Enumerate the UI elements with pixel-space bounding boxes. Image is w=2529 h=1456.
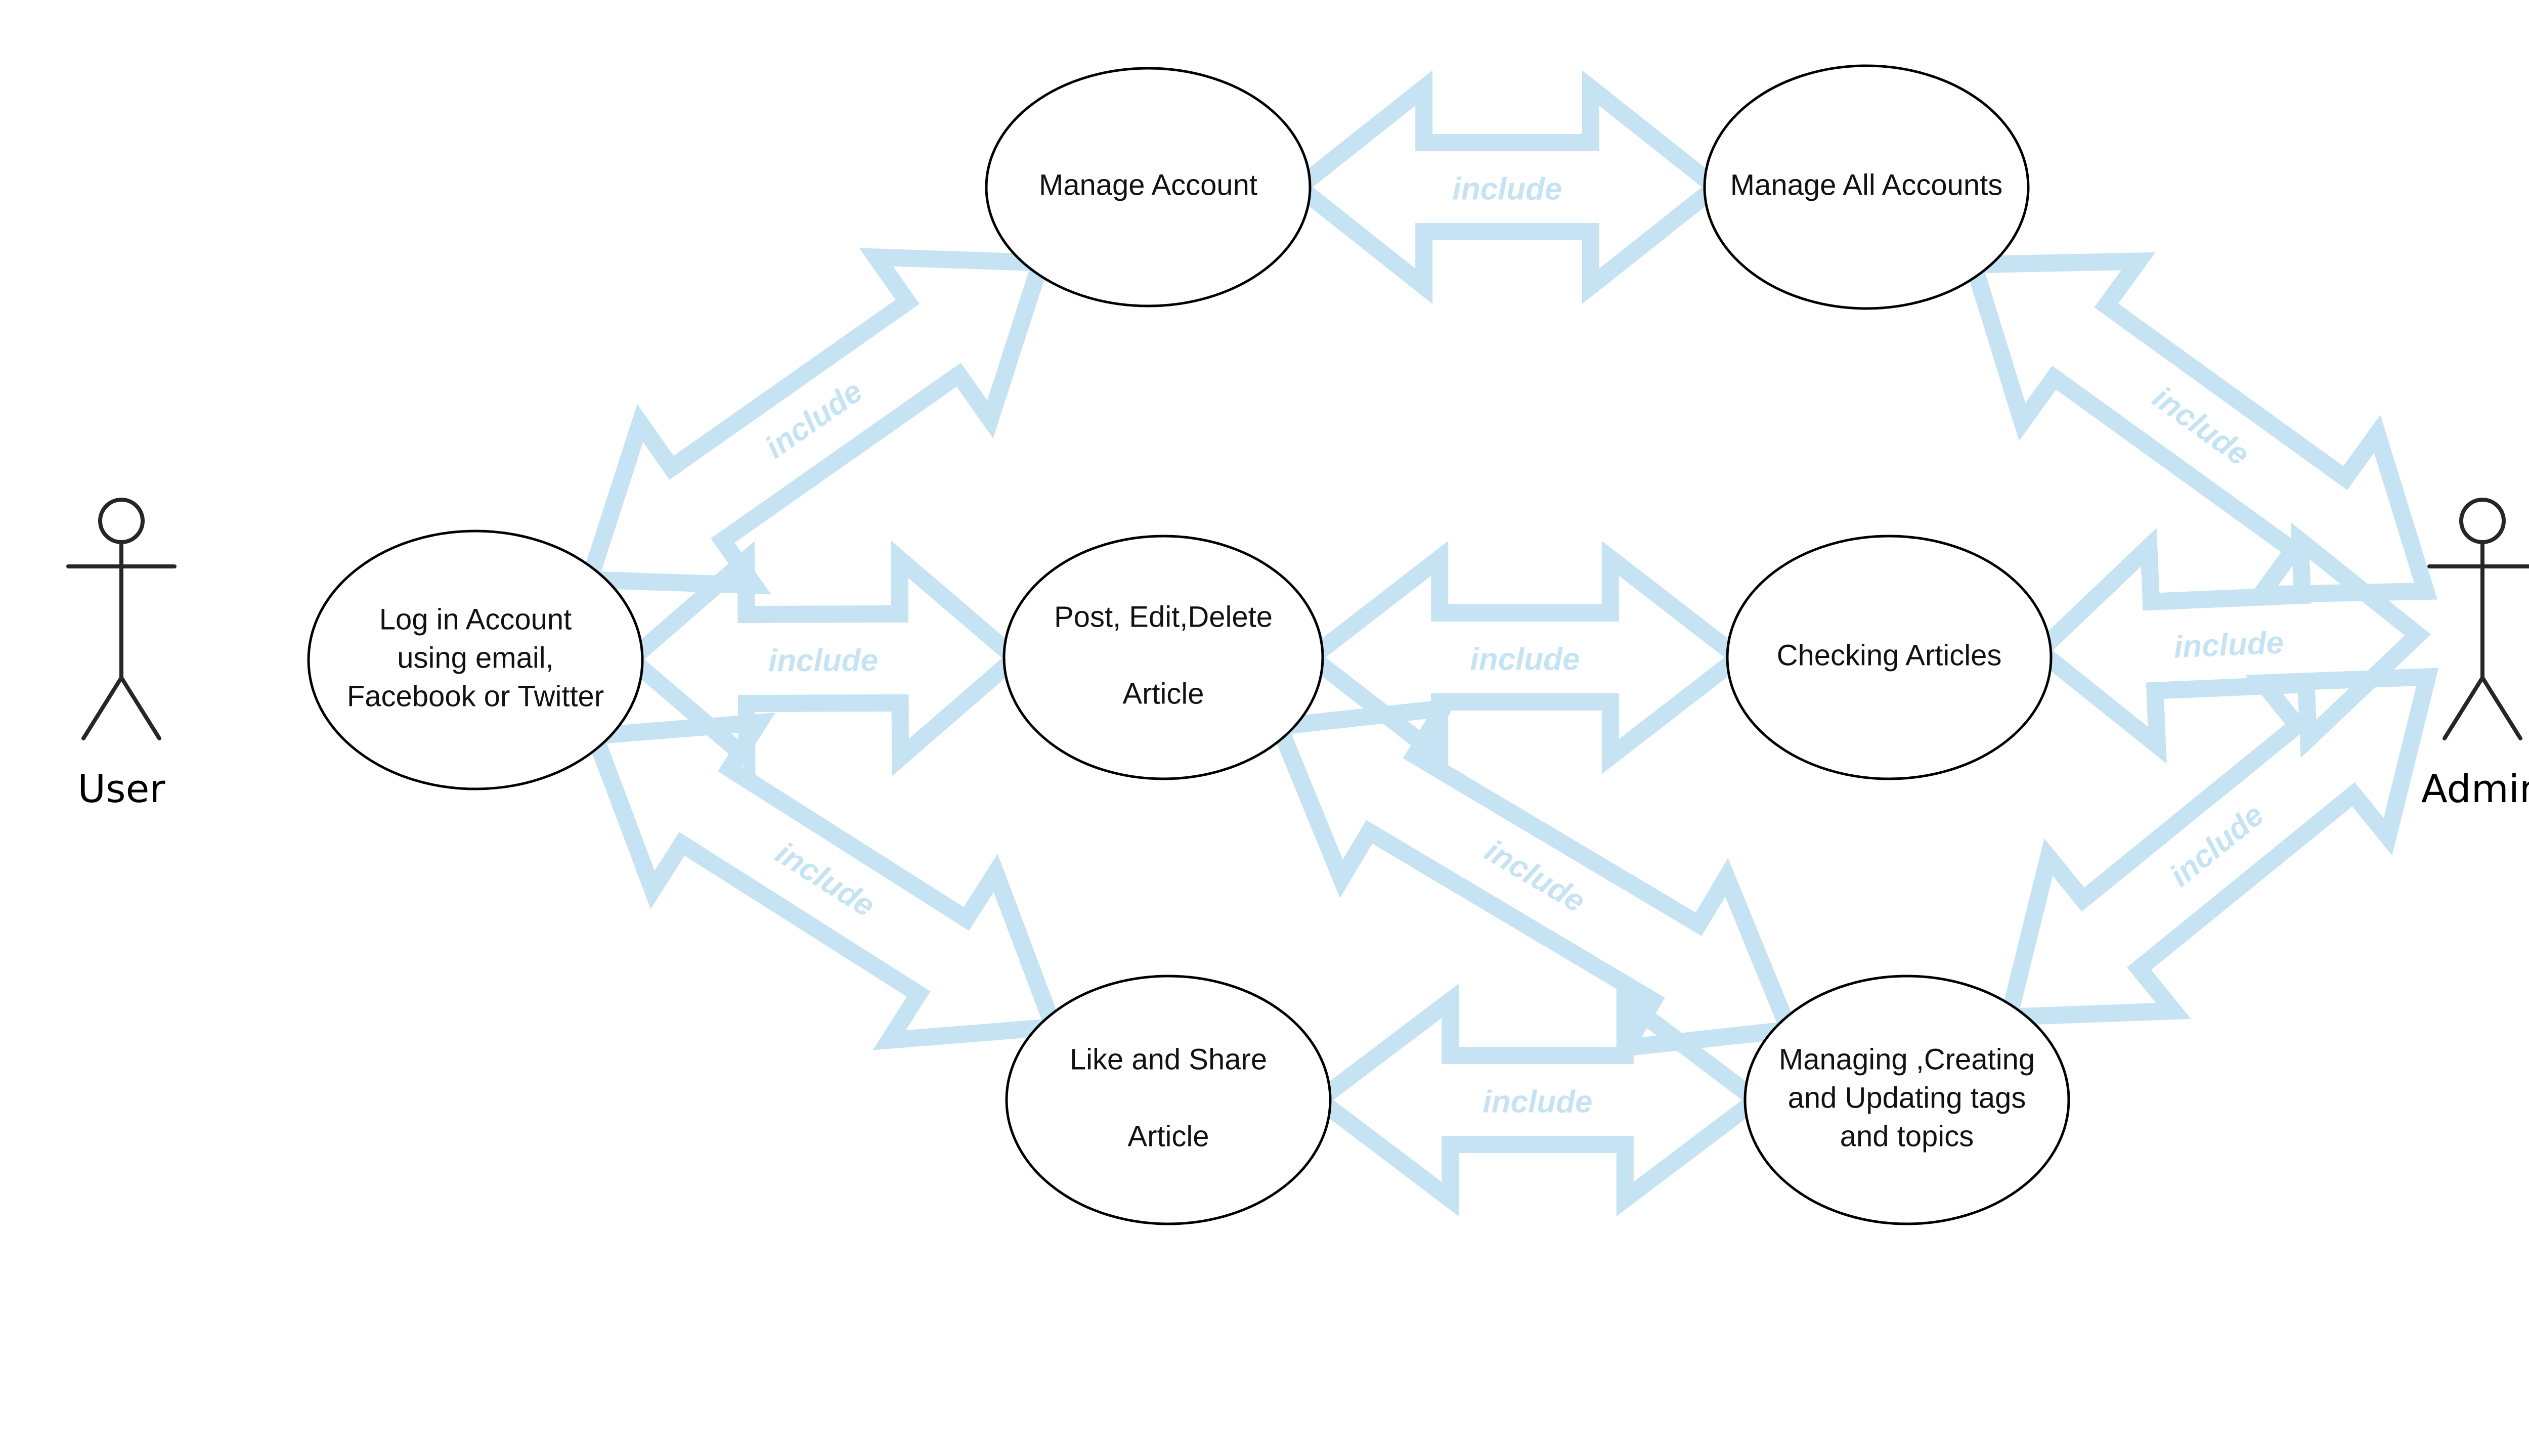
actor-name-label: Admin <box>2421 766 2529 811</box>
include-label: include <box>1482 1084 1592 1119</box>
include-arrow <box>1962 252 2437 604</box>
use-case-label: and Updating tags <box>1788 1081 2026 1114</box>
use-case-ellipse[interactable] <box>1703 64 2030 310</box>
actor-leg-left <box>81 676 123 740</box>
use-case-manage_all[interactable]: Manage All Accounts <box>1703 64 2030 310</box>
use-case-label: Facebook or Twitter <box>347 680 604 713</box>
use-case-ellipse[interactable] <box>1743 975 2070 1225</box>
actor-name-label: User <box>77 766 165 811</box>
actor-user[interactable]: User <box>66 498 177 811</box>
actor-leg-right <box>119 676 161 740</box>
actor-leg-left <box>2443 676 2484 740</box>
actor-head-icon <box>98 498 145 544</box>
actor-head-icon <box>2459 498 2506 544</box>
include-label: include <box>1452 171 1562 206</box>
include-arrow <box>1997 668 2439 1026</box>
include-label: include <box>1470 642 1580 677</box>
use-case-label: Checking Articles <box>1777 639 2002 672</box>
include-label: include <box>2173 625 2285 665</box>
use-case-label: using email, <box>397 641 553 674</box>
include-label: include <box>768 643 878 678</box>
use-case-label: Manage All Accounts <box>1730 168 2002 201</box>
use-case-manage_account[interactable]: Manage Account <box>985 67 1312 307</box>
include-arrow <box>2026 522 2431 764</box>
use-case-label: Managing ,Creating <box>1779 1043 2035 1076</box>
use-case-managing_tags[interactable]: Managing ,Creating and Updating tags and t… <box>1743 975 2070 1225</box>
use-case-label: Article <box>1122 677 1204 710</box>
actors-layer: User Admin <box>66 498 2529 811</box>
use-case-label: Like and Share <box>1070 1043 1267 1076</box>
use-case-label: Article <box>1127 1120 1209 1153</box>
use-case-label: and topics <box>1840 1120 1974 1153</box>
use-case-login[interactable]: Log in Account using email, Facebook or Tw… <box>307 530 644 790</box>
use-case-label: Log in Account <box>379 603 572 636</box>
use-case-checking[interactable]: Checking Articles <box>1726 535 2053 780</box>
use-case-ellipse[interactable] <box>1002 535 1324 780</box>
use-case-ellipse[interactable] <box>985 67 1312 307</box>
use-cases-layer: Log in Account using email, Facebook or Tw… <box>307 64 2070 1225</box>
actor-admin[interactable]: Admin <box>2421 498 2529 811</box>
use-case-ellipse[interactable] <box>1005 975 1332 1225</box>
use-case-ellipse[interactable] <box>307 530 644 790</box>
use-case-label: Post, Edit,Delete <box>1054 600 1273 633</box>
use-case-label: Manage Account <box>1039 168 1257 201</box>
use-case-ellipse[interactable] <box>1726 535 2053 780</box>
actor-leg-right <box>2480 676 2522 740</box>
